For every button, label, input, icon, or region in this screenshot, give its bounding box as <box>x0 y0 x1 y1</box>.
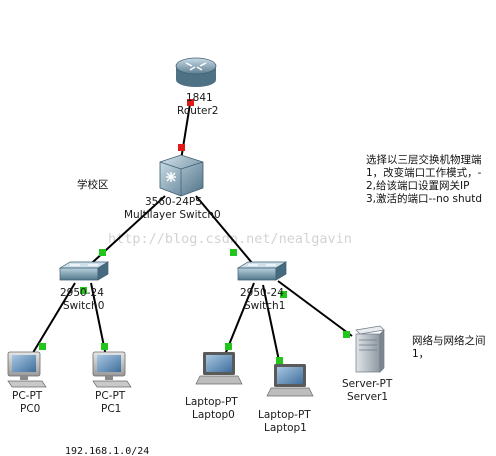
laptop0-model-label: Laptop-PT <box>185 396 238 408</box>
switch1-model-label: 2950-24 <box>240 287 284 299</box>
note-line-4: 3,激活的端口--no shutd <box>366 192 482 205</box>
laptop0-device[interactable] <box>195 352 243 385</box>
note-line-2: 1，改变端口工作模式，- <box>366 166 482 179</box>
router-arrows-icon <box>185 62 207 71</box>
switch0-model-label: 2950-24 <box>60 287 104 299</box>
port-light-server-up <box>343 331 350 338</box>
port-light-router-down <box>187 99 194 106</box>
links <box>24 103 353 376</box>
router-name-label: Router2 <box>177 105 218 117</box>
pc1-model-label: PC-PT <box>95 390 126 402</box>
server-name-label: Server1 <box>347 391 388 403</box>
note-line-1: 选择以三层交换机物理端 <box>366 153 482 166</box>
link-switch1-server[interactable] <box>277 280 353 337</box>
note-line-3: 2,给该端口设置网关IP <box>366 179 469 192</box>
note2-line-2: 1， <box>412 348 429 360</box>
switch1-name-label: Switch1 <box>244 300 285 312</box>
router-model-label: 1841 <box>186 92 213 104</box>
switch0-name-label: Switch0 <box>63 300 104 312</box>
watermark-text: http://blog.csdn.net/nealgavin <box>108 231 352 247</box>
switch0-device[interactable] <box>58 261 110 281</box>
port-light-laptop1-up <box>276 357 283 364</box>
port-light-sw0-ml-up <box>80 287 87 294</box>
laptop1-model-label: Laptop-PT <box>258 409 311 421</box>
multilayer-switch-device[interactable] <box>159 154 204 197</box>
area-label: 学校区 <box>77 178 109 191</box>
link-multilayer-switch1[interactable] <box>195 195 259 271</box>
pc0-model-label: PC-PT <box>12 390 43 402</box>
multilayer-switch-arrows-icon <box>166 172 176 182</box>
pc0-device[interactable] <box>7 351 47 388</box>
laptop0-name-label: Laptop0 <box>192 409 235 421</box>
subnet-label: 192.168.1.0/24 <box>65 446 149 456</box>
notes-config-steps: 选择以三层交换机物理端 1，改变端口工作模式，- 2,给该端口设置网关IP 3,… <box>366 153 482 205</box>
port-light-ml-sw1-up <box>230 249 237 256</box>
note2-line-1: 网络与网络之间 <box>412 334 486 347</box>
port-light-ml-sw0-up <box>99 249 106 256</box>
port-light-sw1-ml-up <box>280 291 287 298</box>
pc0-name-label: PC0 <box>20 403 40 415</box>
port-status-lights <box>39 99 350 364</box>
switch1-device[interactable] <box>236 261 288 281</box>
port-light-pc0-up <box>39 343 46 350</box>
link-multilayer-switch0[interactable] <box>81 195 166 273</box>
port-light-multilayer-uplink-down <box>178 144 185 151</box>
laptop1-name-label: Laptop1 <box>264 422 307 434</box>
pc1-device[interactable] <box>92 351 132 388</box>
multilayer-name-label: Multilayer Switch0 <box>124 209 221 221</box>
server-device[interactable] <box>355 325 385 373</box>
router-device[interactable] <box>175 57 217 87</box>
notes-network-between: 网络与网络之间 1， <box>412 334 486 360</box>
pc1-name-label: PC1 <box>101 403 121 415</box>
multilayer-model-label: 3560-24PS <box>145 196 202 208</box>
server-model-label: Server-PT <box>342 378 393 390</box>
port-light-laptop0-up <box>225 343 232 350</box>
laptop1-device[interactable] <box>266 364 314 397</box>
port-light-pc1-up <box>101 343 108 350</box>
